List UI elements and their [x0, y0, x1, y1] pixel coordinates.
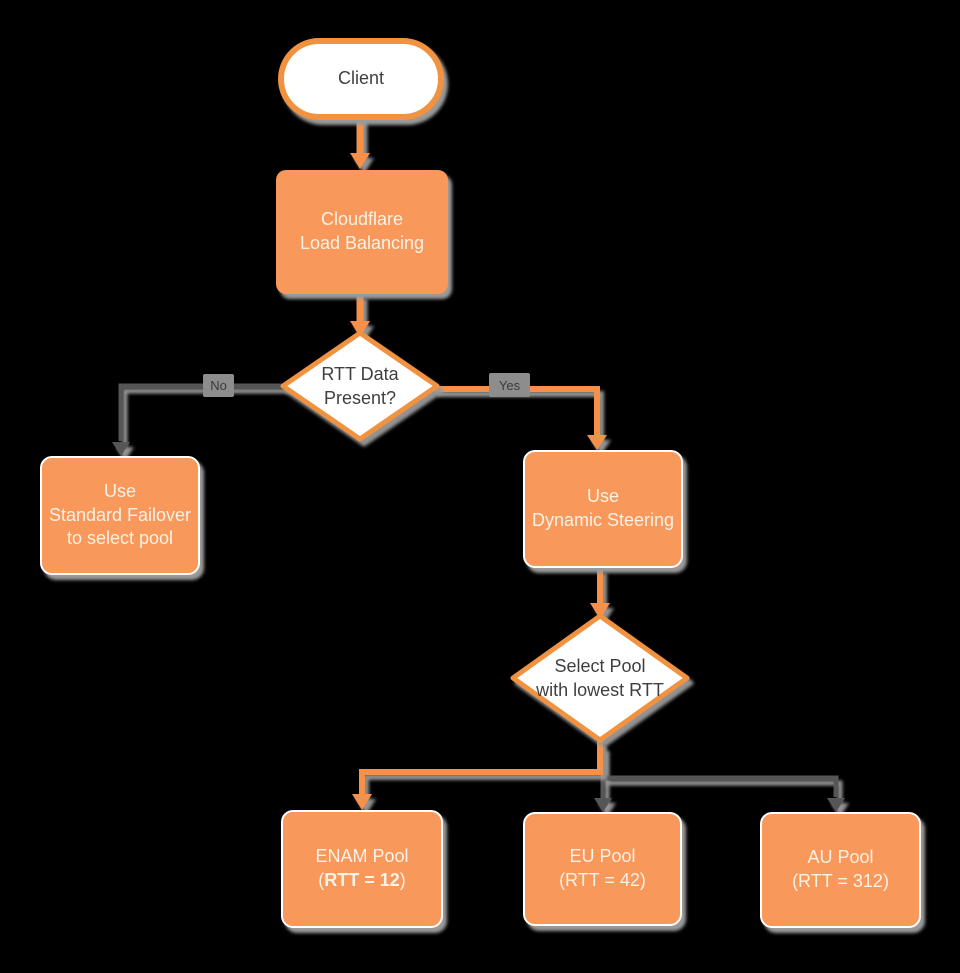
- edge-label-no: No: [203, 374, 234, 397]
- node-enam-pool-line2: (RTT = 12): [318, 869, 406, 893]
- edge-no-branch: [112, 383, 288, 456]
- node-standard-failover-line3: to select pool: [66, 528, 174, 549]
- arrowhead: [594, 798, 612, 812]
- edge-select-to-enam: [352, 741, 603, 810]
- edge-lb-to-rtt-decision: [350, 294, 370, 337]
- node-dynamic-steering: Use Dynamic Steering: [523, 450, 683, 568]
- node-rtt-decision-label: RTT Data Present?: [290, 350, 430, 422]
- node-standard-failover-line2: Standard Failover: [48, 504, 192, 525]
- node-select-pool-line2: with lowest RTT: [536, 680, 664, 700]
- edge-yes-branch: [433, 386, 607, 450]
- arrowhead: [587, 435, 607, 450]
- edge-steering-to-select: [590, 568, 610, 619]
- edge-label-yes: Yes: [489, 373, 530, 397]
- arrowhead: [590, 603, 610, 619]
- node-standard-failover: Use Standard Failover to select pool: [40, 456, 200, 575]
- node-au-pool-line2: (RTT = 312): [792, 871, 889, 891]
- node-eu-pool-line1: EU Pool: [569, 846, 636, 867]
- enam-rtt-value: RTT = 12: [324, 870, 400, 890]
- decision-diamond-select-pool: [510, 613, 690, 743]
- enam-paren-close: ): [399, 870, 406, 890]
- node-rtt-decision-line2: Present?: [323, 388, 397, 408]
- node-client-label: Client: [337, 68, 385, 89]
- node-eu-pool: EU Pool (RTT = 42): [523, 812, 682, 926]
- node-client: Client: [278, 38, 444, 120]
- arrowhead: [350, 153, 370, 169]
- node-select-pool-label: Select Pool with lowest RTT: [520, 642, 680, 714]
- node-standard-failover-line1: Use: [103, 480, 136, 501]
- edge-label-yes-text: Yes: [498, 377, 521, 393]
- node-load-balancer-line2: Load Balancing: [299, 233, 425, 253]
- node-dynamic-steering-line1: Use: [586, 486, 619, 507]
- node-load-balancer-line1: Cloudflare: [320, 209, 404, 230]
- edge-label-no-text: No: [210, 378, 227, 393]
- node-load-balancer: Cloudflare Load Balancing: [276, 170, 448, 294]
- decision-diamond-rtt: [280, 330, 440, 442]
- node-dynamic-steering-line2: Dynamic Steering: [531, 510, 675, 530]
- node-eu-pool-line2: (RTT = 42): [559, 870, 646, 890]
- node-enam-pool: ENAM Pool (RTT = 12): [281, 810, 443, 928]
- arrowhead: [352, 794, 372, 810]
- arrowhead: [350, 321, 370, 337]
- edge-client-to-lb: [350, 114, 370, 169]
- node-au-pool: AU Pool (RTT = 312): [760, 812, 921, 928]
- node-au-pool-line1: AU Pool: [807, 847, 874, 868]
- node-enam-pool-line1: ENAM Pool: [315, 846, 409, 867]
- enam-paren-open: (: [318, 870, 325, 890]
- edge-select-to-au: [602, 775, 845, 812]
- node-rtt-decision-line1: RTT Data: [321, 363, 399, 384]
- node-select-pool-line1: Select Pool: [554, 655, 646, 676]
- arrowhead: [827, 798, 845, 812]
- arrowhead: [112, 442, 130, 456]
